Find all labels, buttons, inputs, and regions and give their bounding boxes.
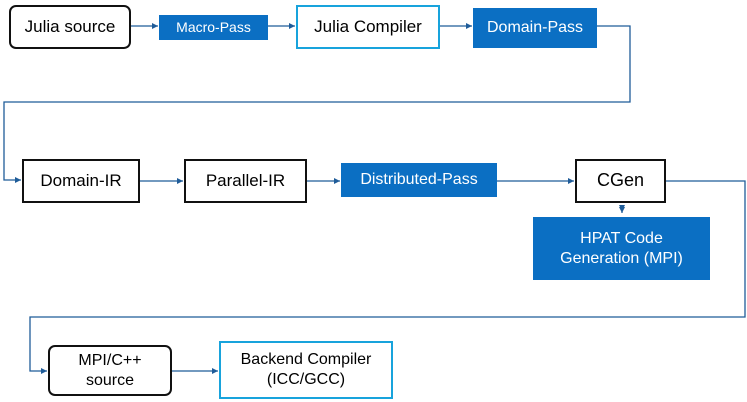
macro-pass-box: Macro-Pass <box>159 15 268 40</box>
julia-source-box: Julia source <box>9 5 131 49</box>
domain-ir-box: Domain-IR <box>22 159 140 203</box>
cgen-box: CGen <box>575 159 666 203</box>
mpi-cpp-source-box: MPI/C++ source <box>48 345 172 396</box>
distributed-pass-box: Distributed-Pass <box>341 163 497 197</box>
backend-compiler-box: Backend Compiler (ICC/GCC) <box>219 341 393 399</box>
arrow-domainpass-to-domainir <box>3 25 631 183</box>
parallel-ir-box: Parallel-IR <box>184 159 307 203</box>
arrow-cgen-to-mpisource <box>29 180 746 374</box>
julia-compiler-box: Julia Compiler <box>296 5 440 49</box>
domain-pass-box: Domain-Pass <box>473 8 597 48</box>
hpat-code-generation-box: HPAT Code Generation (MPI) <box>533 217 710 280</box>
